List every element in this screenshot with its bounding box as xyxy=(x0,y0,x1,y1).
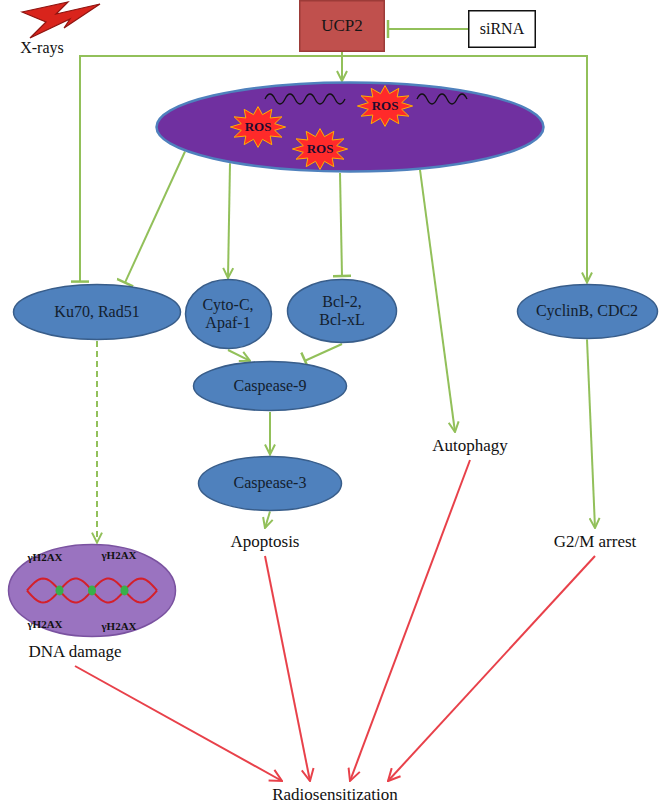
node-text: CyclinB, CDC2 xyxy=(536,302,638,320)
dna-strand xyxy=(27,578,157,602)
caspase-ellipse: Caspease-3 xyxy=(197,455,343,512)
foci-dot xyxy=(56,585,64,595)
caspase-ellipse: Caspease-9 xyxy=(192,360,348,412)
activation-arrow xyxy=(388,556,595,781)
ros-burst xyxy=(230,107,285,148)
node-text: Cyto-C, Apaf-1 xyxy=(198,296,258,333)
activation-arrow xyxy=(228,163,230,278)
node-text: G2/M arrest xyxy=(554,532,637,552)
activation-arrow xyxy=(265,512,270,529)
process-label: G2/M arrest xyxy=(552,531,639,553)
protein-box: UCP2 xyxy=(299,0,385,52)
inhibitor-box-rect xyxy=(469,11,536,48)
activation-arrow xyxy=(96,341,98,543)
radiation-label: X-rays xyxy=(20,39,64,57)
inhibition-line xyxy=(125,152,185,283)
inhibition-line xyxy=(388,28,468,30)
activation-arrow xyxy=(269,412,271,455)
activation-arrow xyxy=(420,170,455,432)
dna-ellipse: γH2AX γH2AX γH2AX γH2AX xyxy=(7,543,177,638)
activation-arrow xyxy=(587,340,595,529)
node-text: Autophagy xyxy=(432,436,508,456)
caspase-ellipse-ellipse xyxy=(199,456,342,510)
crista-line xyxy=(265,94,345,104)
process-label: Apoptosis xyxy=(229,531,302,553)
activation-arrow xyxy=(228,350,250,361)
node-text: ROS xyxy=(307,142,334,157)
foci-dot xyxy=(121,585,129,595)
node-text: Ku70, Rad51 xyxy=(54,303,139,321)
protein-ellipse: Bcl-2, Bcl-xL xyxy=(286,278,398,344)
inhibition-line xyxy=(340,173,342,276)
lightning-bolt xyxy=(22,2,100,38)
node-text: Caspease-9 xyxy=(234,377,307,395)
crista-line xyxy=(417,94,467,104)
node-text: ROS xyxy=(372,99,399,114)
protein-box-rect xyxy=(300,1,385,52)
activation-arrow xyxy=(265,556,310,781)
mitochondrion-ellipse xyxy=(157,83,544,172)
inhibition-line xyxy=(305,344,342,361)
protein-ellipse-ellipse xyxy=(185,280,271,349)
mitochondrion-outline xyxy=(155,81,545,173)
node-text: γH2AX xyxy=(27,617,62,630)
protein-ellipse: Cyto-C, Apaf-1 xyxy=(184,278,273,350)
mitochondrion: ROS ROS ROS xyxy=(155,81,545,173)
ros-burst xyxy=(357,86,412,127)
outcome-label: Radiosensitization xyxy=(270,784,400,806)
caspase-ellipse-ellipse xyxy=(194,362,347,411)
node-text: γH2AX xyxy=(101,548,136,561)
activation-arrow xyxy=(75,666,282,781)
inhibitor-box: siRNA xyxy=(468,10,536,48)
protein-ellipse-ellipse xyxy=(288,280,397,343)
node-text: ROS xyxy=(245,120,272,135)
ros-burst xyxy=(292,129,347,170)
node-text: Radiosensitization xyxy=(272,785,398,805)
node-text: Apoptosis xyxy=(231,532,300,552)
node-text: γH2AX xyxy=(27,550,62,563)
protein-ellipse: CyclinB, CDC2 xyxy=(516,283,659,340)
protein-ellipse-ellipse xyxy=(517,284,657,338)
process-label: DNA damage xyxy=(26,641,124,663)
process-label: Autophagy xyxy=(430,435,510,457)
node-text: siRNA xyxy=(480,20,524,38)
node-text: γH2AX xyxy=(101,619,136,632)
protein-ellipse: Ku70, Rad51 xyxy=(12,283,182,341)
dna-strand xyxy=(27,578,157,602)
node-text: DNA damage xyxy=(28,642,121,662)
dna-ellipse-ellipse xyxy=(9,544,176,636)
protein-ellipse-ellipse xyxy=(14,285,181,340)
activation-arrow xyxy=(350,460,470,781)
node-text: Caspease-3 xyxy=(234,474,307,492)
foci-dot xyxy=(88,585,96,595)
node-text: Bcl-2, Bcl-xL xyxy=(307,293,377,330)
node-text: UCP2 xyxy=(321,16,363,36)
